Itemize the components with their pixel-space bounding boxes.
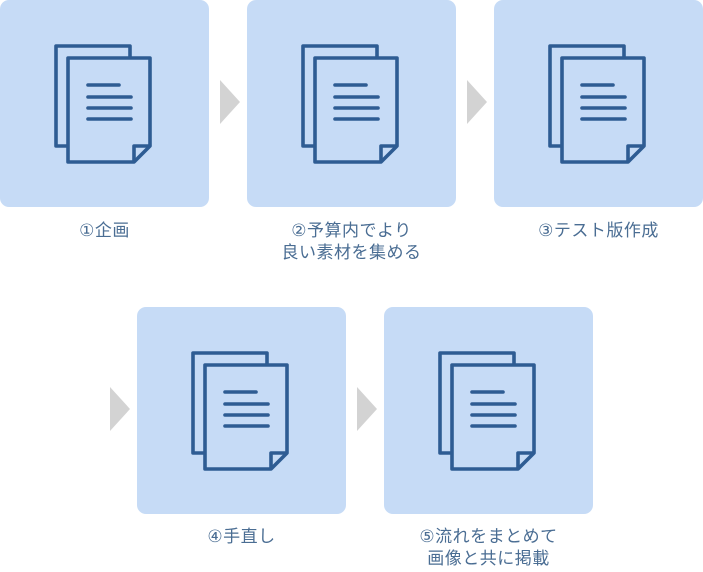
step-2-card	[247, 0, 456, 207]
step-2-label: ②予算内でより 良い素材を集める	[281, 221, 422, 263]
step-5-card	[384, 307, 593, 514]
arrow-right-icon	[110, 387, 130, 431]
step-5-label: ⑤流れをまとめて 画像と共に掲載	[419, 527, 558, 569]
step-1-card	[0, 0, 209, 207]
step-3-label: ③テスト版作成	[538, 221, 659, 241]
step-3-card	[494, 0, 703, 207]
document-stack-icon	[548, 44, 646, 164]
arrow-right-icon	[467, 80, 487, 124]
arrow-right-icon	[220, 80, 240, 124]
step-4-label: ④手直し	[207, 527, 276, 547]
document-stack-icon	[54, 44, 152, 164]
document-stack-icon	[191, 351, 289, 471]
document-stack-icon	[438, 351, 536, 471]
step-1-label: ①企画	[79, 221, 130, 241]
document-stack-icon	[301, 44, 399, 164]
arrow-right-icon	[357, 387, 377, 431]
step-4-card	[137, 307, 346, 514]
